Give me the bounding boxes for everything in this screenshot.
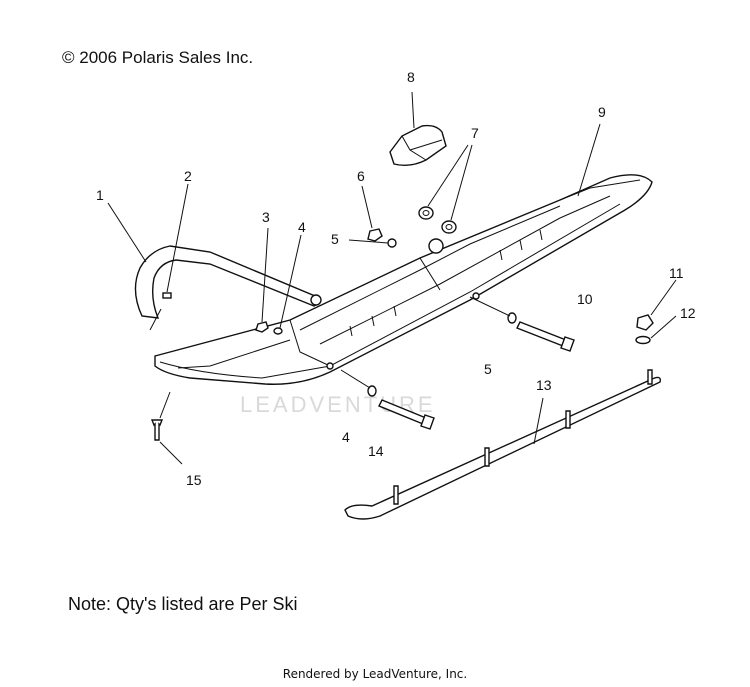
callout-5a: 5 — [331, 231, 339, 247]
callout-10: 10 — [577, 291, 593, 307]
callout-13: 13 — [536, 377, 552, 393]
pin-15[interactable] — [150, 419, 164, 441]
nut-6[interactable] — [367, 228, 383, 242]
bolt-10[interactable] — [516, 321, 575, 352]
rendered-by-text: Rendered by LeadVenture, Inc. — [282, 667, 468, 681]
washer-5b[interactable] — [507, 312, 517, 324]
note-text: Note: Qty's listed are Per Ski — [68, 594, 298, 614]
callouts: 1 2 3 4 5 6 7 8 9 10 11 12 5 13 4 14 15 — [96, 69, 696, 488]
leader-lines — [107, 91, 677, 465]
callout-9: 9 — [598, 104, 606, 120]
spring-pin[interactable] — [162, 292, 172, 299]
runner-carbide[interactable] — [344, 369, 661, 520]
callout-2: 2 — [184, 168, 192, 184]
callout-11: 11 — [669, 265, 684, 281]
ski-handle[interactable] — [134, 245, 322, 319]
callout-8: 8 — [407, 69, 415, 85]
callout-12: 12 — [680, 305, 696, 321]
nut-11[interactable] — [636, 314, 654, 331]
callout-7: 7 — [471, 125, 479, 141]
washer-4b[interactable] — [367, 385, 377, 397]
bushing-7b[interactable] — [441, 220, 457, 234]
callout-5b: 5 — [484, 361, 492, 377]
callout-6: 6 — [357, 168, 365, 184]
callout-4a: 4 — [298, 219, 306, 235]
washer-12[interactable] — [635, 335, 651, 345]
callout-14: 14 — [368, 443, 384, 459]
bolt-14[interactable] — [378, 399, 435, 430]
washer-5a[interactable] — [387, 238, 397, 248]
ski-body[interactable] — [154, 174, 653, 385]
callout-3: 3 — [262, 209, 270, 225]
copyright-text: © 2006 Polaris Sales Inc. — [62, 48, 254, 67]
nut-3[interactable] — [255, 321, 269, 333]
bushing-7a[interactable] — [418, 206, 434, 220]
callout-4b: 4 — [342, 429, 350, 445]
callout-1: 1 — [96, 187, 104, 203]
callout-15: 15 — [186, 472, 202, 488]
washer-4a[interactable] — [273, 327, 283, 335]
ski-pad[interactable] — [389, 124, 447, 167]
